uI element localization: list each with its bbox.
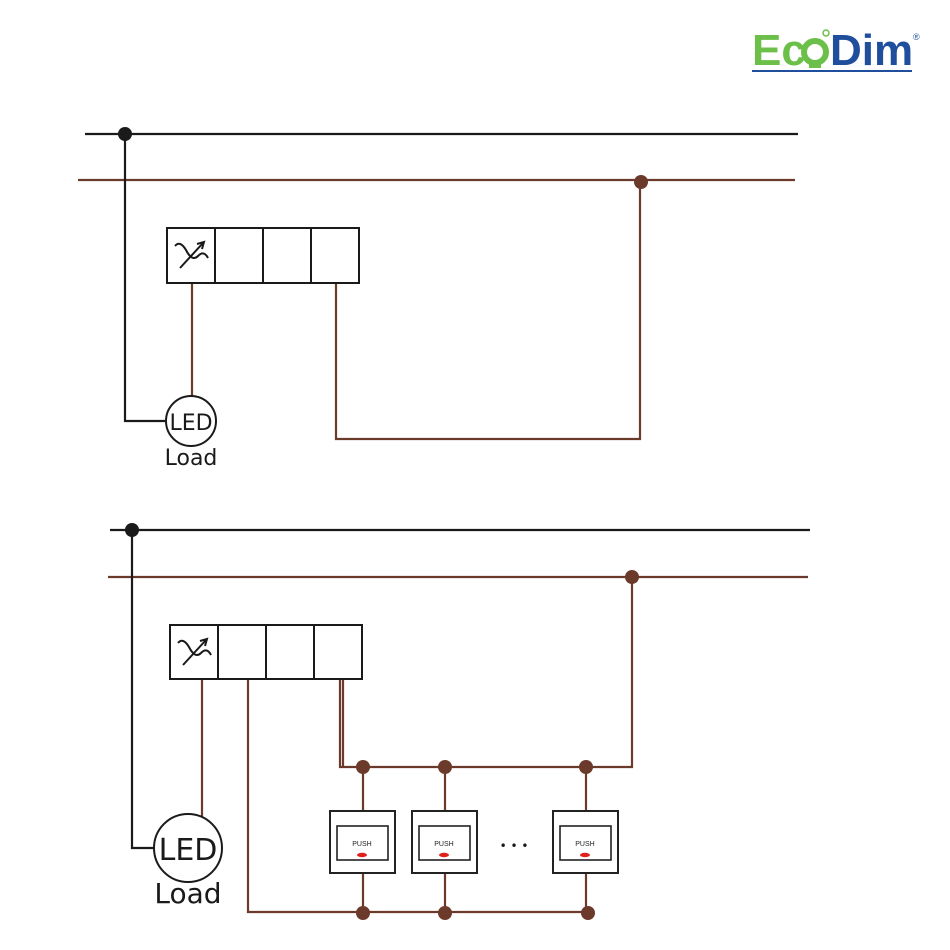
logo-part-eco: Ec [752, 26, 806, 75]
indicator-led-icon [580, 853, 590, 857]
dimmer-module-1 [167, 228, 359, 283]
indicator-led-icon [357, 853, 367, 857]
junction-node [581, 906, 595, 920]
led-load-2: LED Load [154, 814, 222, 910]
junction-node [356, 760, 370, 774]
junction-node [579, 760, 593, 774]
live-to-dimmer-1 [336, 180, 640, 439]
bulb-o-icon [804, 30, 829, 68]
ellipsis-more-switches: • • • [500, 839, 529, 853]
diagram-1: LED Load [78, 127, 798, 471]
ecodim-logo: Ec Dim ® [752, 26, 920, 75]
led-load-1: LED Load [165, 396, 218, 471]
live-to-switches [340, 577, 632, 767]
junction-node [625, 570, 639, 584]
logo-part-dim: Dim [830, 26, 913, 75]
indicator-led-icon [439, 853, 449, 857]
led-label: LED [169, 411, 212, 436]
junction-node [118, 127, 132, 141]
push-button-switch: PUSH [553, 811, 618, 873]
junction-node [438, 760, 452, 774]
junction-node [125, 523, 139, 537]
junction-node [356, 906, 370, 920]
push-button-switch: PUSH [330, 811, 395, 873]
push-label: PUSH [352, 841, 371, 848]
registered-mark: ® [913, 32, 920, 42]
push-label: PUSH [575, 841, 594, 848]
neutral-to-load-1 [125, 134, 165, 421]
diagram-2: LED Load PUSH PUSH PUSH • • • [108, 523, 810, 920]
load-caption: Load [154, 877, 221, 910]
led-label: LED [159, 833, 218, 868]
push-button-switch: PUSH [412, 811, 477, 873]
junction-node [634, 175, 648, 189]
junction-node [438, 906, 452, 920]
push-label: PUSH [434, 841, 453, 848]
dimmer-module-2 [170, 625, 362, 679]
load-caption: Load [165, 446, 218, 471]
switch-common-wire [248, 679, 588, 912]
